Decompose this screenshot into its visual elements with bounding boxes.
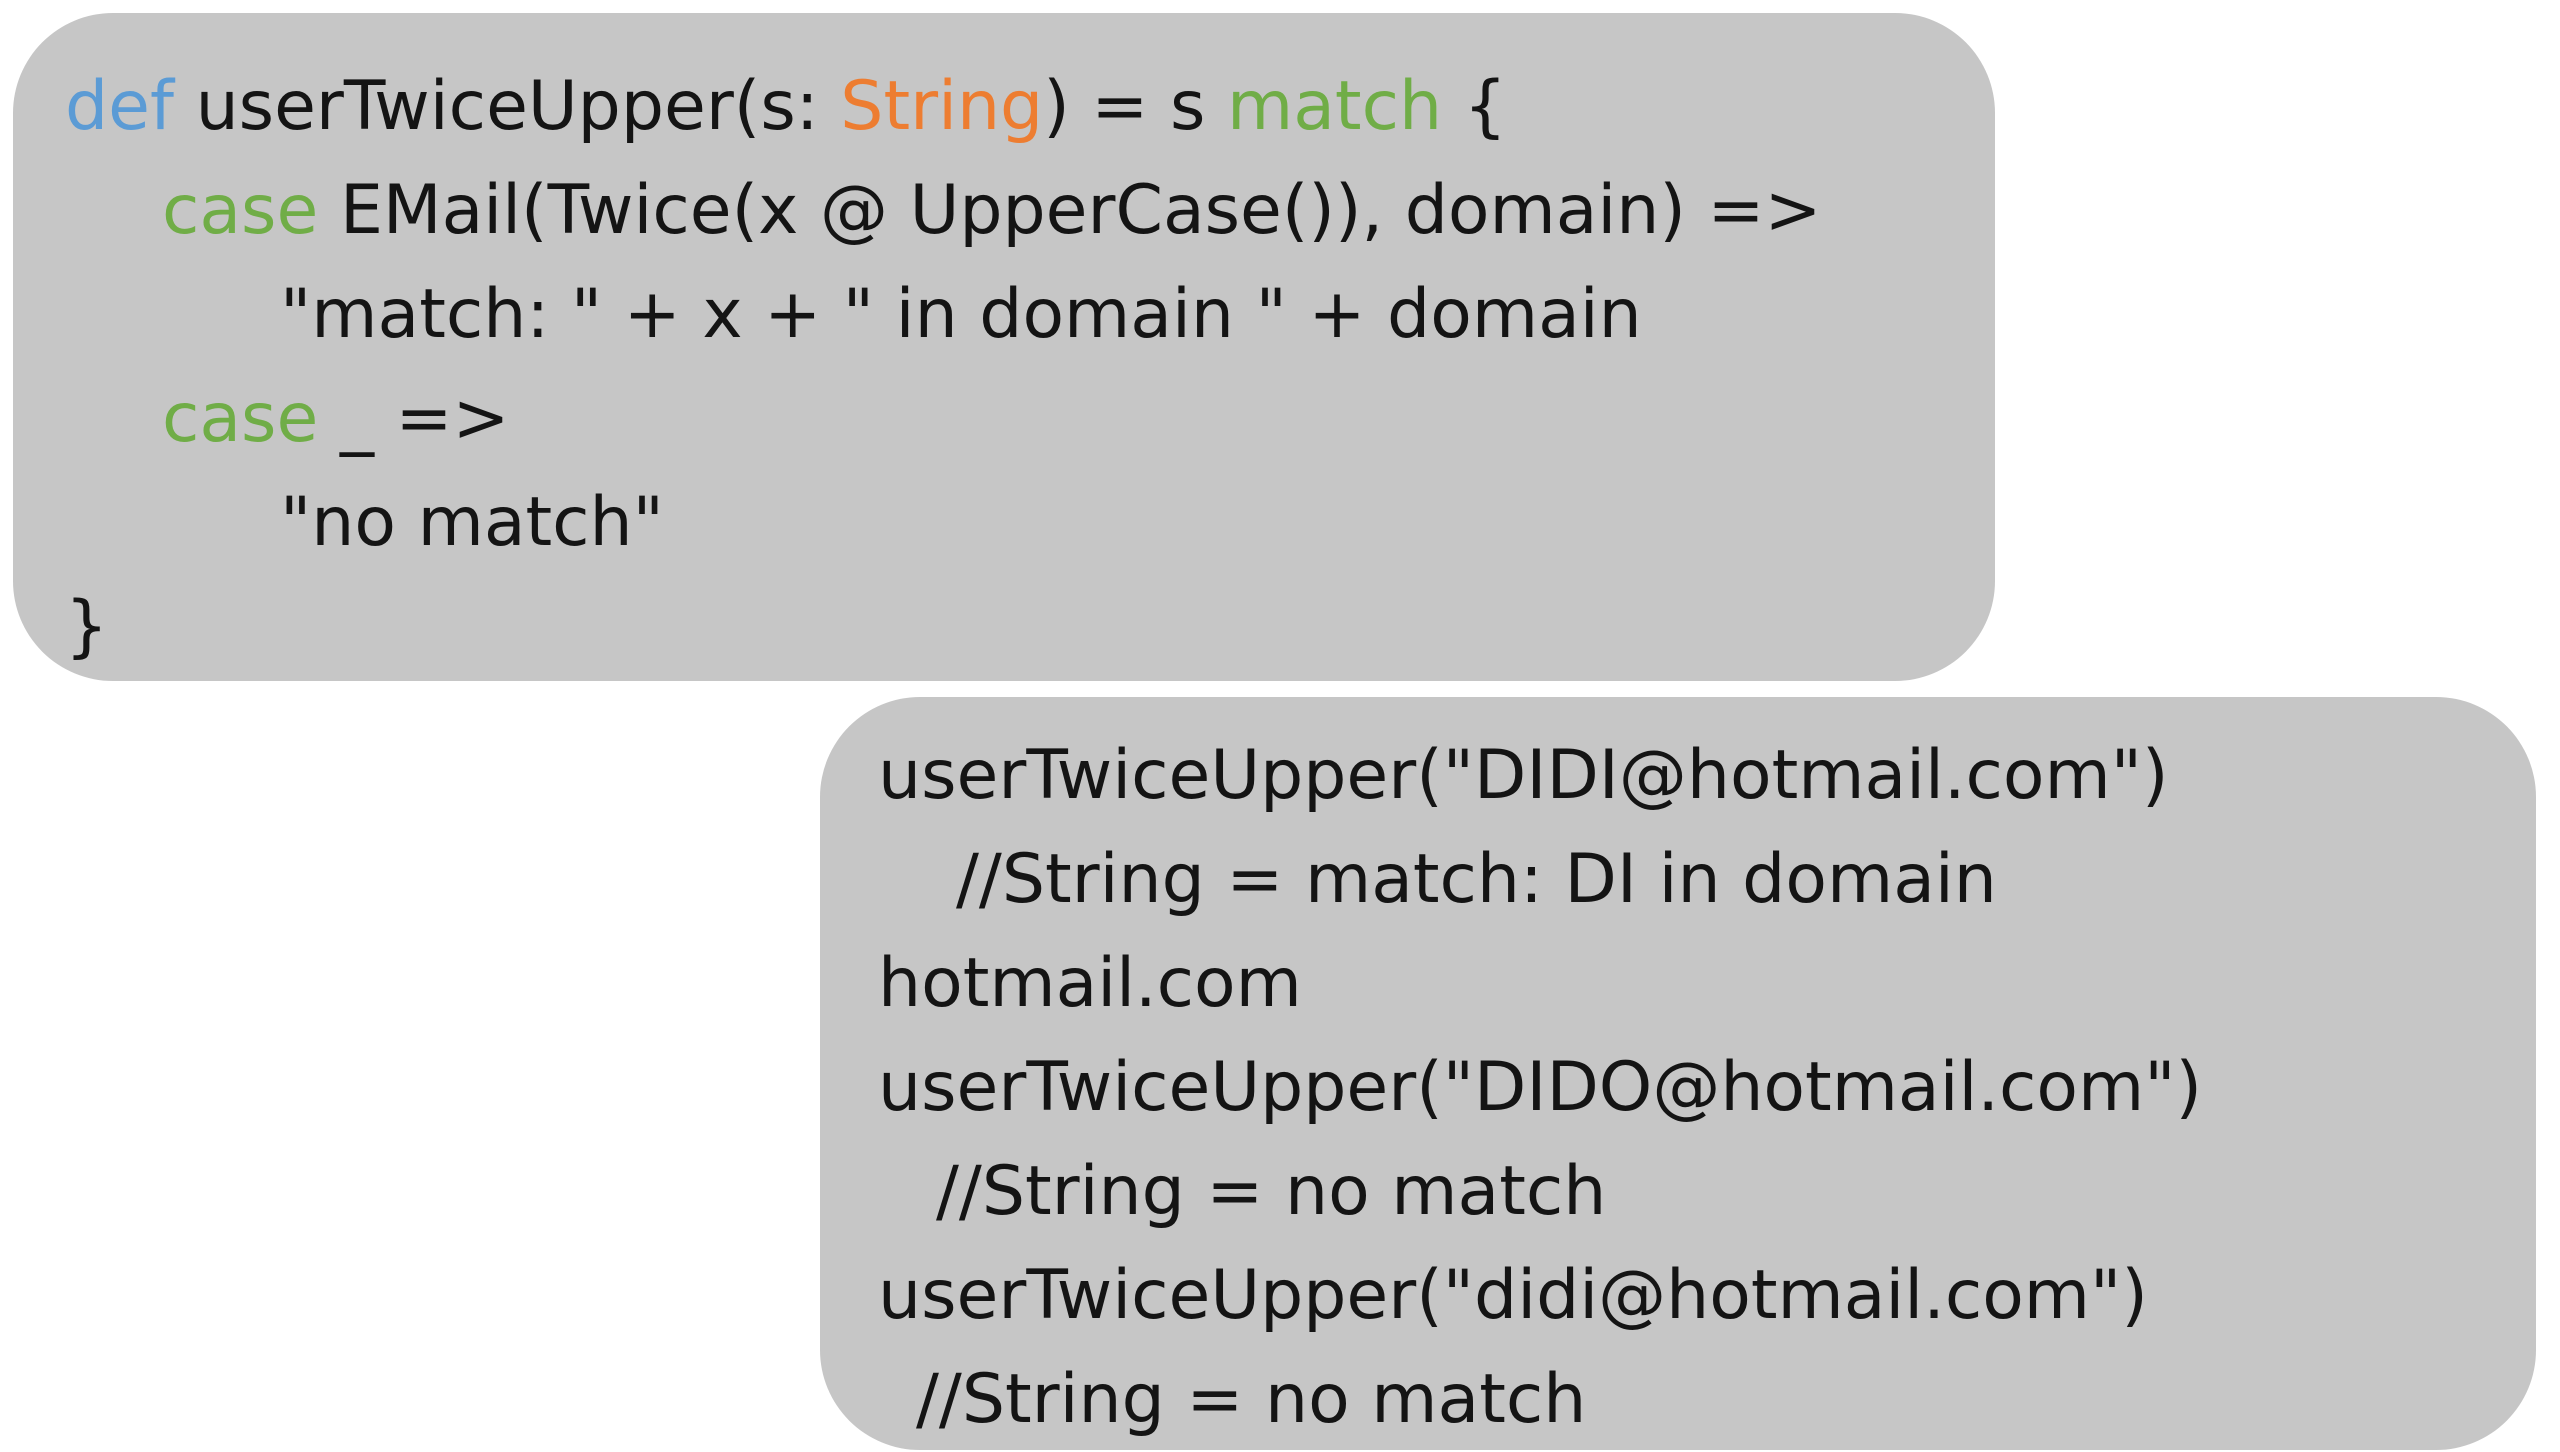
code-snippet-panel: def userTwiceUpper(s: String) = s match … (13, 13, 1995, 681)
function-signature: userTwiceUpper(s: (173, 67, 841, 146)
keyword-case: case (162, 171, 319, 250)
case-wildcard: _ => (318, 379, 510, 458)
code-line-def: def userTwiceUpper(s: String) = s match … (65, 55, 1995, 159)
output-call-3: userTwiceUpper("didi@hotmail.com") (878, 1256, 2148, 1335)
keyword-case: case (162, 379, 319, 458)
output-call-2: userTwiceUpper("DIDO@hotmail.com") (878, 1048, 2203, 1127)
output-call-1: userTwiceUpper("DIDI@hotmail.com") (878, 736, 2169, 815)
code-line-no-match: "no match" (280, 483, 664, 562)
signature-rest: ) = s (1043, 67, 1227, 146)
output-result-1: //String = match: DI in domain (956, 840, 1997, 919)
output-panel: userTwiceUpper("DIDI@hotmail.com") //Str… (820, 697, 2536, 1450)
case-pattern: EMail(Twice(x @ UpperCase()), domain) => (318, 171, 1822, 250)
code-line-close-brace: } (65, 587, 109, 666)
type-string: String (840, 67, 1044, 146)
open-brace: { (1442, 67, 1507, 146)
code-line-match-result: "match: " + x + " in domain " + domain (280, 275, 1642, 354)
code-line-case-email: case EMail(Twice(x @ UpperCase()), domai… (65, 159, 1995, 263)
keyword-match: match (1227, 67, 1443, 146)
output-result-1-continued: hotmail.com (878, 944, 1302, 1023)
code-line-case-default: case _ => (65, 367, 1995, 471)
output-result-2: //String = no match (936, 1152, 1607, 1231)
output-result-3: //String = no match (916, 1360, 1587, 1439)
keyword-def: def (65, 67, 174, 146)
